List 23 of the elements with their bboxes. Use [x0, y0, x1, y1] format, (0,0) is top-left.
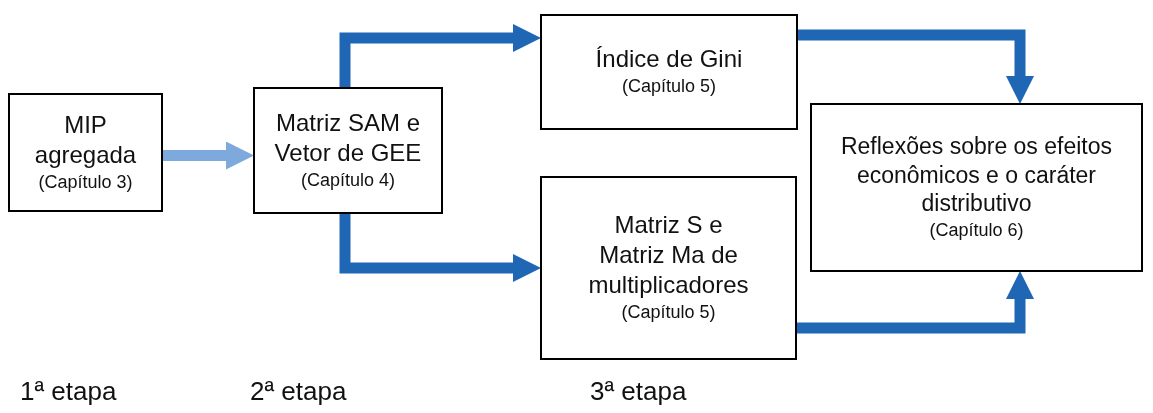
- chapter-reference: (Capítulo 6): [929, 219, 1024, 243]
- arrow: [339, 214, 541, 282]
- box-title: Índice de Gini: [595, 44, 743, 75]
- process-box: [253, 87, 443, 214]
- box-title: Matriz SAM e Vetor de GEE: [273, 107, 423, 168]
- process-box: [8, 93, 163, 212]
- process-box: [540, 176, 797, 360]
- arrow: [339, 24, 541, 87]
- box-title: MIP agregada: [33, 109, 138, 170]
- chapter-reference: (Capítulo 4): [300, 168, 395, 192]
- stage-label: 2ª etapa: [250, 376, 347, 407]
- process-box: [810, 103, 1143, 272]
- chapter-reference: (Capítulo 5): [621, 301, 716, 325]
- arrow: [798, 29, 1034, 104]
- stage-label: 1ª etapa: [20, 376, 117, 407]
- chapter-reference: (Capítulo 3): [38, 170, 133, 194]
- chapter-reference: (Capítulo 5): [621, 75, 716, 99]
- box-title: Matriz S e Matriz Ma de multiplicadores: [587, 210, 750, 301]
- arrow: [797, 271, 1034, 334]
- arrow: [163, 141, 254, 170]
- stage-label: 3ª etapa: [590, 376, 687, 407]
- box-title: Reflexões sobre os efeitos econômicos e o caráter distributivo: [839, 131, 1113, 219]
- process-box: [540, 14, 798, 130]
